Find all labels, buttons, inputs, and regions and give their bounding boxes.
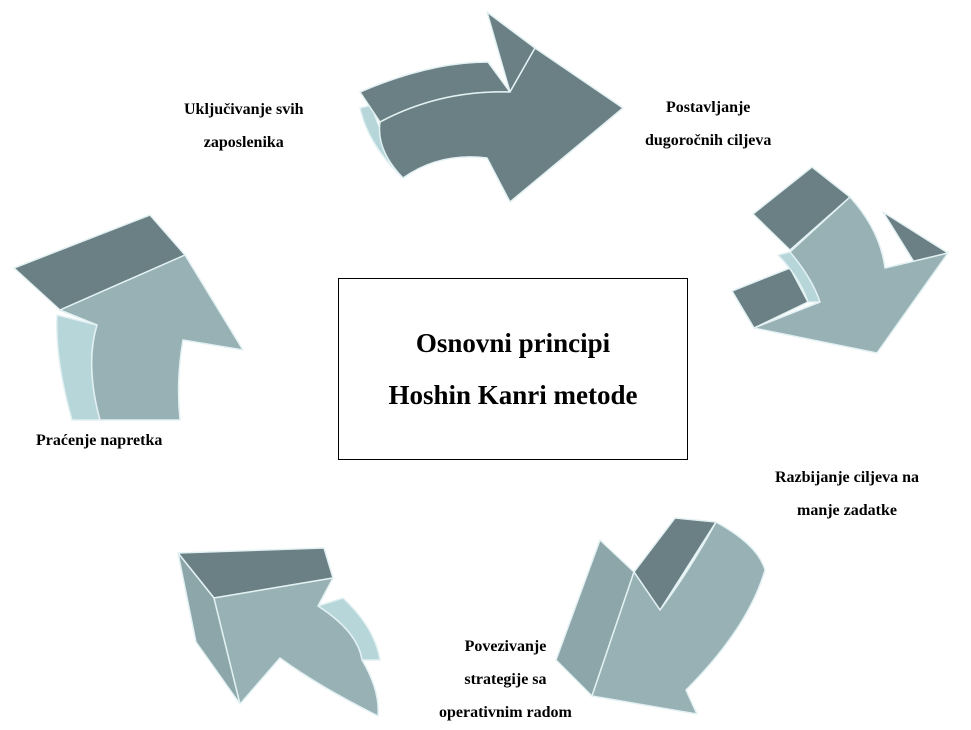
arrow-right-face [753,196,949,354]
step-label-line: Razbijanje ciljeva na [775,469,919,486]
step-label-razbijanje: Razbijanje ciljeva na manje zadatke [775,461,919,527]
step-label-line: Povezivanje [464,638,547,655]
step-label-postavljanje: Postavljanje dugoročnih ciljeva [645,91,771,157]
step-label-line: operativnim radom [439,704,572,721]
arrow-right [731,166,949,354]
step-label-line: zaposlenika [203,134,284,151]
step-label-pracenje: Praćenje napretka [36,424,162,457]
step-label-line: Praćenje napretka [36,432,163,449]
arrow-bottom-left [177,547,381,717]
center-title-line-1: Osnovni principi [415,328,611,358]
arrow-top [359,11,624,203]
center-title-box: Osnovni principi Hoshin Kanri metode [338,278,688,460]
arrow-left-face [59,254,244,421]
step-label-line: Uključivanje svih [184,101,304,118]
arrow-top-face [378,47,624,203]
step-label-line: dugoročnih ciljeva [645,132,772,149]
step-label-line: manje zadatke [797,502,897,519]
center-title-line-2: Hoshin Kanri metode [388,380,638,410]
step-label-povezivanje: Povezivanje strategije sa operativnim ra… [439,630,572,729]
arrow-bottom-left-face [213,577,379,717]
step-label-line: strategije sa [464,671,547,688]
arrow-left [13,214,244,421]
step-label-ukljucivanje: Uključivanje svih zaposlenika [184,93,304,159]
arrow-bottom-right-face [591,521,766,715]
arrow-bottom-right [555,517,766,715]
arrow-right-head-top [882,211,949,263]
step-label-line: Postavljanje [665,99,751,116]
